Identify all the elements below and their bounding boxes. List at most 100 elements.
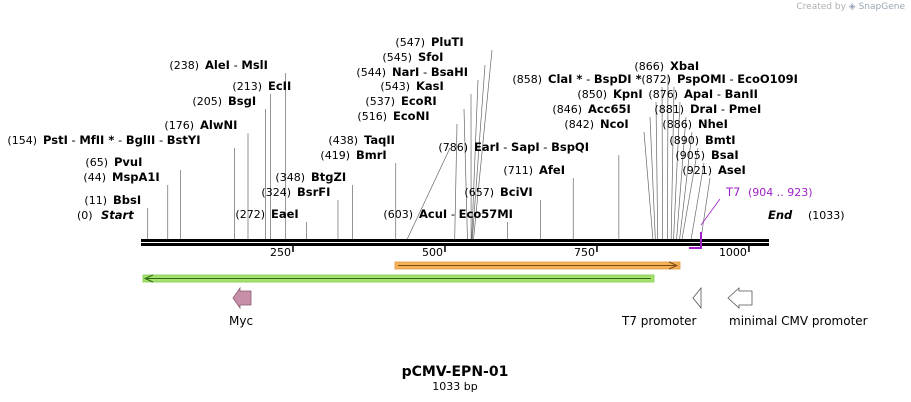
enzyme-names: XbaI	[670, 59, 699, 73]
ruler-tick-label: 750	[574, 246, 595, 259]
site-bmti[interactable]: (890)BmtI	[669, 133, 735, 147]
site-kasi[interactable]: (543) KasI	[380, 79, 443, 93]
site-pluti[interactable]: (547)PluTI	[395, 35, 463, 49]
credit-prefix: Created by	[796, 2, 846, 12]
site-position: (205)	[192, 95, 222, 108]
site-asei[interactable]: (921)AseI	[682, 163, 745, 177]
myc-feature[interactable]: Myc	[229, 286, 253, 328]
site-eaei[interactable]: (272)EaeI	[235, 207, 298, 221]
site-bbsi[interactable]: (11)BbsI	[84, 193, 141, 207]
site-drai[interactable]: (881)DraI - PmeI	[654, 102, 761, 116]
myc-arrow-icon	[232, 286, 252, 310]
enzyme-name: MslI	[241, 58, 268, 72]
site-leader-line	[643, 131, 654, 240]
site-mspa1i[interactable]: (44)MspA1I	[83, 170, 159, 184]
orange-feature-bar[interactable]	[394, 261, 681, 270]
enzyme-name: BspDI *	[594, 72, 642, 86]
enzyme-names: AfeI	[539, 163, 565, 177]
site-xbai[interactable]: (866)XbaI	[634, 59, 699, 73]
enzyme-names: BsrFI	[297, 185, 330, 199]
enzyme-separator: -	[717, 102, 728, 116]
ruler-tick-label: 250	[270, 246, 291, 259]
site-nari[interactable]: (544)NarI - BsaHI	[356, 65, 468, 79]
site-btgzi[interactable]: (348)BtgZI	[275, 170, 346, 184]
enzyme-names: EaeI	[271, 207, 299, 221]
site-position: (545)	[382, 51, 412, 64]
end-label: End	[768, 208, 793, 222]
primer-range: (904 .. 923)	[748, 186, 813, 199]
enzyme-name: AleI	[205, 58, 230, 72]
enzyme-names: PluTI	[431, 35, 464, 49]
site-alei[interactable]: (238)AleI - MslI	[169, 58, 268, 72]
site-position: (516)	[357, 110, 387, 123]
site-position: (603)	[383, 208, 413, 221]
site-econi[interactable]: (516)EcoNI	[357, 109, 429, 123]
enzyme-name: ApaI	[684, 87, 713, 101]
site-ecori[interactable]: (537)EcoRI	[365, 94, 436, 108]
site-acui[interactable]: (603)AcuI - Eco57MI	[383, 207, 513, 221]
site-ecii[interactable]: (213)EcII	[232, 79, 291, 93]
site-leader-line	[670, 86, 675, 240]
primer-name: T7	[725, 185, 740, 199]
enzyme-name: PvuI	[114, 155, 142, 169]
enzyme-name: NcoI	[600, 117, 629, 131]
enzyme-name: BsaHI	[431, 65, 468, 79]
enzyme-name: KasI	[416, 79, 444, 93]
site-kpni[interactable]: (850)KpnI	[577, 87, 642, 101]
site-afei[interactable]: (711)AfeI	[503, 163, 565, 177]
site-sfoi[interactable]: (545) SfoI	[382, 50, 443, 64]
enzyme-name: BciVI	[500, 185, 533, 199]
enzyme-name: BmtI	[705, 133, 736, 147]
t7-primer[interactable]: T7 (904 .. 923)	[689, 185, 813, 249]
site-leader-line	[667, 73, 669, 240]
site-eari[interactable]: (786)EarI - SapI - BspQI	[438, 140, 589, 154]
enzyme-separator: -	[713, 87, 724, 101]
site-leader-line	[471, 64, 486, 240]
site-psti[interactable]: (154)PstI - MfII * - BglII - BstYI	[7, 133, 200, 147]
site-position: (44)	[83, 171, 106, 184]
enzyme-separator: -	[419, 65, 430, 79]
site-leader-line	[681, 147, 699, 240]
site-pvui[interactable]: (65)PvuI	[85, 155, 142, 169]
enzyme-separator: -	[540, 140, 551, 154]
ruler-tick-label: 1000	[719, 246, 747, 259]
site-alwni[interactable]: (176)AlwNI	[164, 118, 237, 132]
end-position: (1033)	[808, 209, 845, 222]
site-bsai[interactable]: (905)BsaI	[675, 148, 738, 162]
enzyme-names: AleI - MslI	[205, 58, 268, 72]
site-position: (657)	[464, 186, 494, 199]
site-apai[interactable]: (876)ApaI - BanII	[648, 87, 758, 101]
site-leader-line	[673, 101, 681, 240]
enzyme-separator: -	[582, 72, 593, 86]
t7-promoter-arrow-icon	[692, 286, 702, 310]
enzyme-name: BsgI	[228, 94, 256, 108]
site-bsgi[interactable]: (205) BsgI	[192, 94, 256, 108]
site-position: (438)	[328, 134, 358, 147]
site-clai[interactable]: (858)ClaI * - BspDI *	[512, 72, 641, 86]
enzyme-separator: -	[155, 133, 166, 147]
enzyme-names: NcoI	[600, 117, 629, 131]
backbone-top-strand	[141, 239, 769, 242]
site-bmri[interactable]: (419)BmrI	[320, 148, 386, 162]
enzyme-name: XbaI	[670, 59, 699, 73]
site-ncoi[interactable]: (842) NcoI	[564, 117, 628, 131]
enzyme-names: BmrI	[356, 148, 387, 162]
site-position: (842)	[564, 118, 594, 131]
site-position: (543)	[380, 80, 410, 93]
site-pspomi[interactable]: (872)PspOMI - EcoO109I	[641, 72, 798, 86]
site-nhei[interactable]: (886)NheI	[662, 117, 727, 131]
site-position: (537)	[365, 95, 395, 108]
site-leader-line	[406, 147, 451, 240]
site-bsrfi[interactable]: (324)BsrFI	[261, 185, 330, 199]
cmv-promoter-feature[interactable]: minimal CMV promoter	[727, 287, 868, 328]
green-feature-bar[interactable]	[142, 274, 655, 283]
site-taqii[interactable]: (438)TaqII	[328, 133, 395, 147]
site-acc65i[interactable]: (846)Acc65I	[552, 102, 630, 116]
site-position: (176)	[164, 119, 194, 132]
t7-promoter-feature[interactable]: T7 promoter	[621, 286, 702, 328]
site-bcivi[interactable]: (657) BciVI	[464, 185, 532, 199]
enzyme-name: Acc65I	[588, 102, 631, 116]
enzyme-name: SfoI	[418, 50, 443, 64]
enzyme-name: BanII	[725, 87, 758, 101]
